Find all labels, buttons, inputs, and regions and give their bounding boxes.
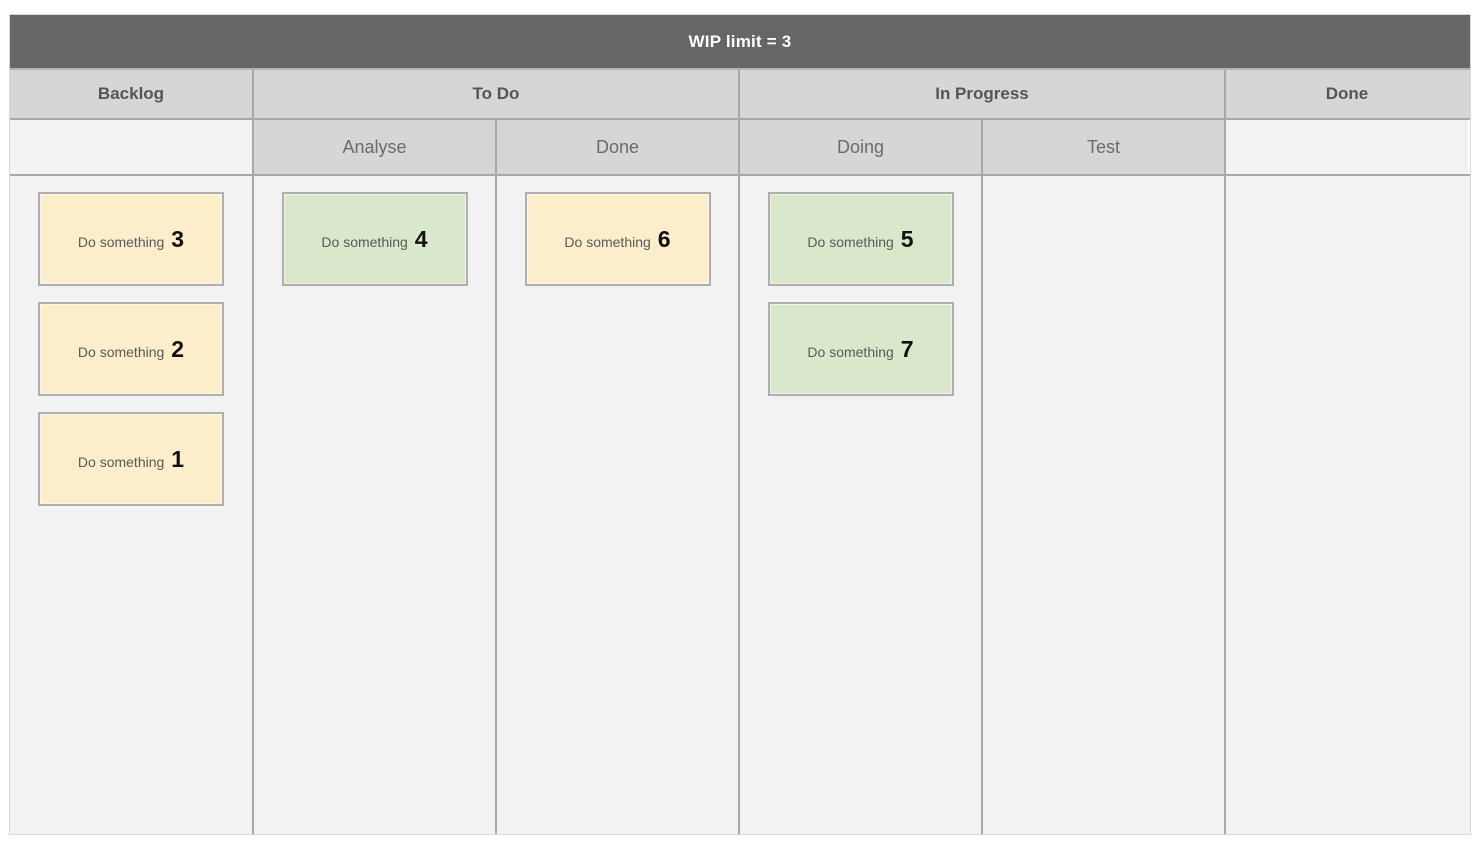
card-label: Do something xyxy=(564,233,651,250)
wip-limit-banner: WIP limit = 3 xyxy=(10,15,1470,70)
card-label: Do something xyxy=(77,453,165,470)
lane-backlog[interactable]: Do something 3 Do something 2 Do somethi… xyxy=(10,176,254,834)
card[interactable]: Do something 5 xyxy=(767,192,954,286)
card-number: 2 xyxy=(171,335,185,362)
column-header-in-progress[interactable]: In Progress xyxy=(740,70,1226,118)
card-number: 3 xyxy=(171,225,185,252)
card-inner: Do something 6 xyxy=(564,225,671,252)
card-number: 6 xyxy=(657,225,671,252)
column-header-to-do[interactable]: To Do xyxy=(254,70,740,118)
subcolumn-header-done-empty xyxy=(1226,120,1468,174)
card[interactable]: Do something 3 xyxy=(38,192,224,286)
subcolumn-header-doing[interactable]: Doing xyxy=(740,120,983,174)
card[interactable]: Do something 1 xyxy=(38,412,224,506)
card-label: Do something xyxy=(77,233,165,250)
lane-container: Do something 3 Do something 2 Do somethi… xyxy=(10,176,1470,834)
column-header-done[interactable]: Done xyxy=(1226,70,1468,118)
card[interactable]: Do something 4 xyxy=(281,192,468,286)
lane-done[interactable] xyxy=(1226,176,1468,834)
card-number: 4 xyxy=(414,225,428,252)
card-number: 1 xyxy=(171,445,185,472)
subcolumn-header-todo-done[interactable]: Done xyxy=(497,120,740,174)
card-label: Do something xyxy=(321,233,408,250)
card-number: 7 xyxy=(900,335,914,362)
subcolumn-header-analyse[interactable]: Analyse xyxy=(254,120,497,174)
card-label: Do something xyxy=(77,343,165,360)
column-header-row: Backlog To Do In Progress Done xyxy=(10,70,1470,120)
subcolumn-header-test[interactable]: Test xyxy=(983,120,1226,174)
column-header-backlog[interactable]: Backlog xyxy=(10,70,254,118)
lane-todo-done[interactable]: Do something 6 xyxy=(497,176,740,834)
card-inner: Do something 1 xyxy=(77,445,185,472)
card[interactable]: Do something 6 xyxy=(524,192,711,286)
lane-inprogress-doing[interactable]: Do something 5 Do something 7 xyxy=(740,176,983,834)
kanban-board: WIP limit = 3 Backlog To Do In Progress … xyxy=(9,14,1471,835)
card-inner: Do something 7 xyxy=(807,335,914,362)
card-inner: Do something 4 xyxy=(321,225,428,252)
lane-todo-analyse[interactable]: Do something 4 xyxy=(254,176,497,834)
card[interactable]: Do something 7 xyxy=(767,302,954,396)
card[interactable]: Do something 2 xyxy=(38,302,224,396)
card-label: Do something xyxy=(807,343,894,360)
card-number: 5 xyxy=(900,225,914,252)
subcolumn-header-backlog-empty xyxy=(10,120,254,174)
card-inner: Do something 5 xyxy=(807,225,914,252)
lane-inprogress-test[interactable] xyxy=(983,176,1226,834)
subcolumn-header-row: Analyse Done Doing Test xyxy=(10,120,1470,176)
card-inner: Do something 3 xyxy=(77,225,185,252)
card-inner: Do something 2 xyxy=(77,335,185,362)
card-label: Do something xyxy=(807,233,894,250)
